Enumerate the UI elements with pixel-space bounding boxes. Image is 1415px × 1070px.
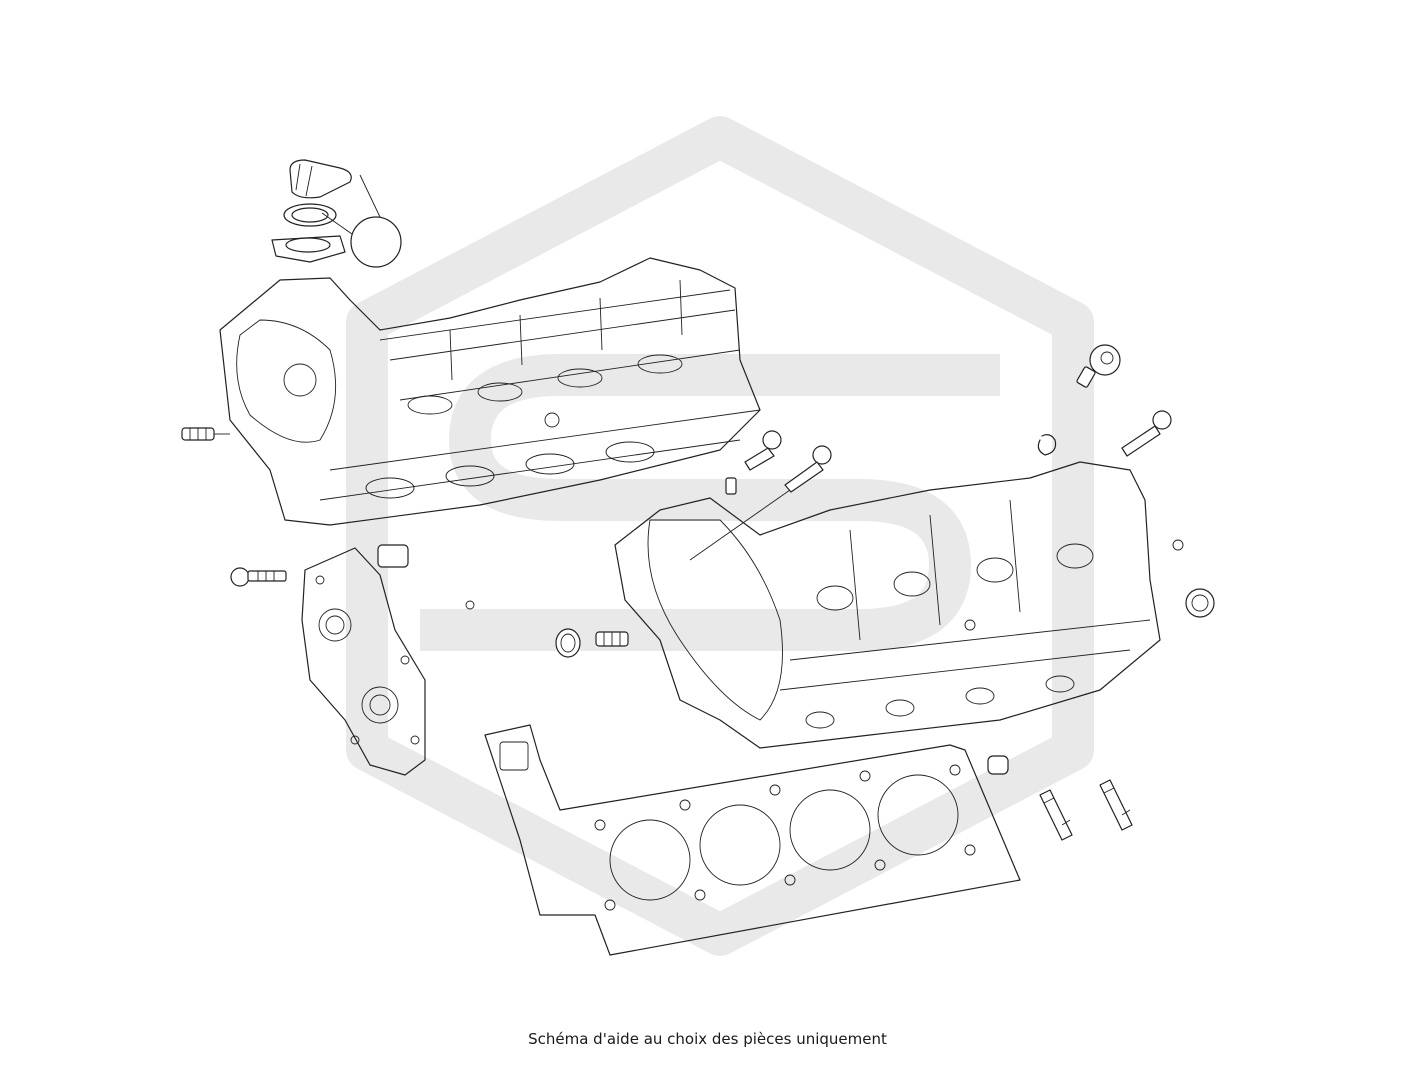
timing-cover-plate[interactable] xyxy=(301,547,426,776)
small-connector[interactable] xyxy=(725,477,737,495)
sealing-ring[interactable] xyxy=(555,628,581,658)
retaining-clip[interactable] xyxy=(1037,434,1057,456)
spacer-bushing[interactable] xyxy=(377,544,409,568)
head-bolt-stud[interactable] xyxy=(689,445,832,561)
dowel-pin[interactable] xyxy=(595,631,629,647)
small-washer[interactable] xyxy=(465,600,475,610)
cylinder-head-left[interactable] xyxy=(219,257,761,526)
seal-ring[interactable] xyxy=(283,203,337,227)
cylinder-head-gasket[interactable] xyxy=(484,724,1021,956)
head-bolt-long[interactable] xyxy=(1121,410,1172,457)
temperature-sensor[interactable] xyxy=(1076,344,1121,388)
head-bolt[interactable] xyxy=(744,430,782,471)
dowel-sleeve[interactable] xyxy=(181,427,230,441)
cylinder-head-right[interactable] xyxy=(614,461,1184,749)
camshaft-plug[interactable] xyxy=(1185,588,1215,618)
flange-bolt[interactable] xyxy=(230,567,287,587)
stud-bolt[interactable] xyxy=(1039,789,1073,841)
oil-filler-cap[interactable] xyxy=(289,159,352,199)
diagram-caption: Schéma d'aide au choix des pièces unique… xyxy=(528,1030,887,1048)
brand-logo-watermark xyxy=(346,116,1094,956)
filler-neck-flange[interactable] xyxy=(271,235,346,263)
valve-stem-cap[interactable] xyxy=(987,755,1009,775)
stud-bolt-2[interactable] xyxy=(1099,779,1133,831)
